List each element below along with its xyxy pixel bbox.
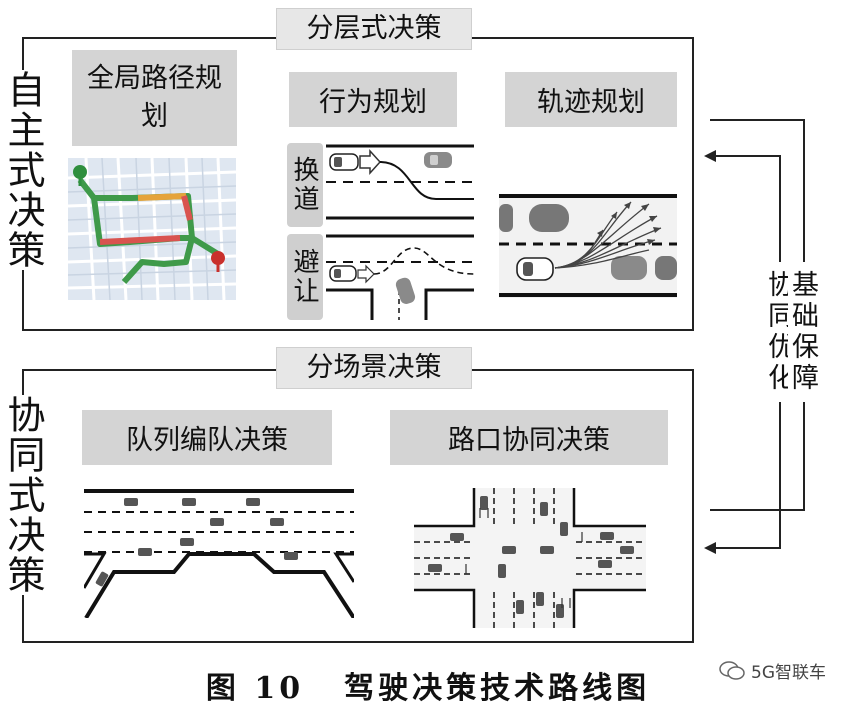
watermark: 5G智联车 <box>719 658 826 683</box>
platoon-car-icon <box>284 552 298 560</box>
end-pin-icon <box>211 251 225 265</box>
platoon-road <box>84 489 354 618</box>
obstacle-car-icon <box>529 204 569 232</box>
intersection-car-icon <box>536 592 544 606</box>
layered-decision-title: 分层式决策 <box>276 8 472 50</box>
trajectory-planning-label: 轨迹规划 <box>505 72 677 127</box>
intersection-car-icon <box>620 546 634 554</box>
platoon-car-icon <box>270 518 284 526</box>
intersection-car-icon <box>516 600 524 614</box>
platoon-car-icon <box>246 498 260 506</box>
intersection-car-icon <box>480 496 488 510</box>
figure-number: 图 10 <box>205 671 305 706</box>
intersection-car-icon <box>540 546 554 554</box>
other-car-icon <box>611 256 647 280</box>
start-pin-icon <box>73 165 87 179</box>
platoon-car-icon <box>210 518 224 526</box>
platoon-car-icon <box>180 538 194 546</box>
cooperative-side-label: 协同式决策 <box>0 395 45 595</box>
platoon-car-icon <box>95 571 109 587</box>
behavior-planning-label: 行为规划 <box>289 72 457 127</box>
intersection-car-icon <box>540 502 548 516</box>
intersection-car-icon <box>560 522 568 536</box>
watermark-text: 5G智联车 <box>751 663 826 683</box>
intersection-car-icon <box>450 533 464 541</box>
arrow-left-icon <box>704 150 716 162</box>
wechat-icon <box>719 660 745 680</box>
platoon-car-icon <box>138 548 152 556</box>
autonomous-side-label: 自主式决策 <box>0 70 45 270</box>
intersection-car-icon <box>502 546 516 554</box>
figure-title: 驾驶决策技术路线图 <box>344 671 651 706</box>
avoid-tag: 避让 <box>287 234 323 320</box>
intersection-label: 路口协同决策 <box>390 410 668 465</box>
lane-change-road <box>326 144 474 220</box>
platoon-label: 队列编队决策 <box>82 410 332 465</box>
ego-car-icon <box>329 265 357 282</box>
base-guarantee-label: 基础保障 <box>787 262 822 402</box>
intersection-car-icon <box>498 564 506 578</box>
intersection-road <box>414 488 646 628</box>
intersection-car-icon <box>428 564 442 572</box>
crossing-car-icon <box>395 277 416 304</box>
arrow-right-icon <box>359 149 382 175</box>
intersection-car-icon <box>600 532 614 540</box>
lane-change-tag: 换道 <box>287 143 323 227</box>
trajectory-road <box>499 194 677 298</box>
intersection-car-icon <box>598 560 612 568</box>
global-path-label: 全局路径规划 <box>72 50 237 146</box>
platoon-car-icon <box>124 498 138 506</box>
ego-car-icon <box>516 257 554 281</box>
obstacle-car-icon <box>499 204 513 232</box>
intersection-car-icon <box>556 604 564 618</box>
avoid-road <box>326 234 474 320</box>
global-path-map <box>68 158 236 300</box>
arrow-right-icon <box>357 264 375 284</box>
scenario-decision-title: 分场景决策 <box>276 347 472 389</box>
platoon-car-icon <box>182 498 196 506</box>
obstacle-car-icon <box>655 256 677 280</box>
figure-caption: 图 10 驾驶决策技术路线图 <box>0 663 856 707</box>
arrow-left-icon <box>704 542 716 554</box>
